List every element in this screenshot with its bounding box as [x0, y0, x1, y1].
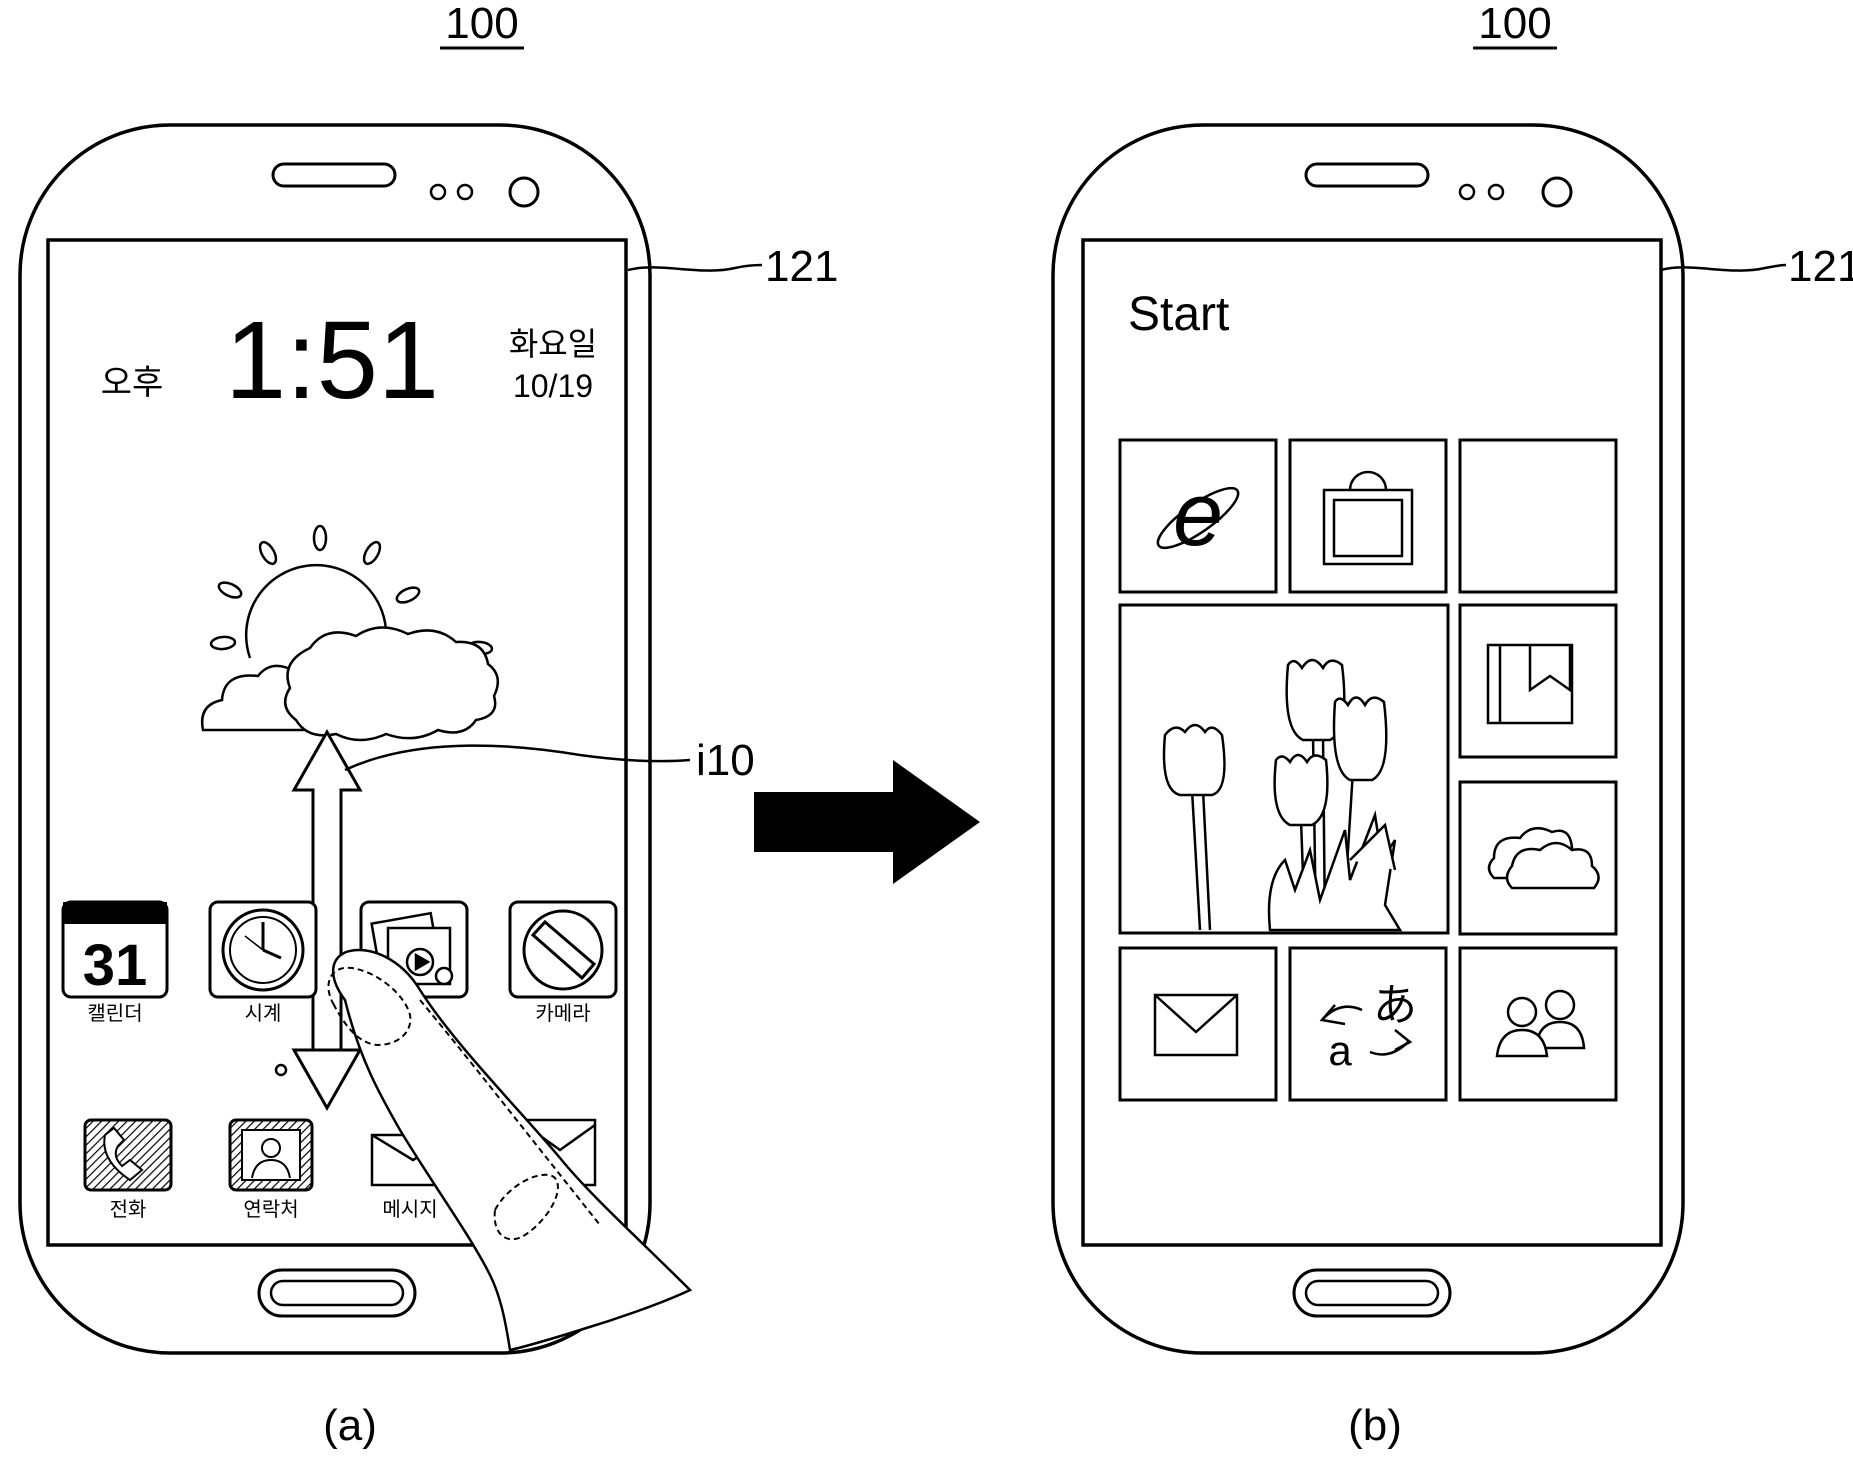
app-camera-label: 카메라 [535, 1002, 590, 1025]
phone-b-home-button[interactable] [1292, 1268, 1452, 1318]
ref-display-a: 121 [765, 242, 838, 291]
knuckle-crease [493, 1173, 559, 1241]
tile-translate[interactable]: a あ [1288, 946, 1448, 1102]
fingernail [327, 966, 412, 1047]
leader-121-a [627, 263, 763, 272]
phone-b-sensor-2 [1487, 183, 1505, 201]
clock-icon [221, 908, 305, 992]
phone-b [1051, 123, 1685, 1355]
mail-icon [1153, 993, 1239, 1057]
phone-a [18, 123, 652, 1355]
page-indicator-dot [274, 1063, 288, 1077]
phone-a-sensor-2 [456, 183, 474, 201]
tile-photo[interactable] [1118, 603, 1450, 935]
app-calendar-label: 캘린더 [87, 1002, 142, 1025]
dock-message-label: 메시지 [382, 1198, 437, 1221]
dock-contacts[interactable]: 연락처 [228, 1118, 314, 1221]
dock-phone[interactable]: 전화 [83, 1118, 173, 1221]
translate-arrows [1319, 1004, 1413, 1056]
phone-a-home-button[interactable] [257, 1268, 417, 1318]
phone-a-camera [508, 176, 540, 208]
transition-arrow [754, 760, 980, 884]
leader-i10 [344, 744, 691, 772]
phone-a-body [18, 123, 652, 1355]
tile-browser[interactable]: e [1118, 438, 1278, 594]
phone-handset [103, 1126, 144, 1182]
finger-dashed-edge [419, 999, 601, 1226]
phone-a-sensor-1 [429, 183, 447, 201]
caption-b: (b) [1348, 1401, 1402, 1450]
app-calendar[interactable]: 31 캘린더 [61, 900, 169, 1025]
ref-device-a: 100 [445, 0, 518, 48]
ampm-label: 오후 [101, 364, 164, 402]
app-clock[interactable]: 시계 [208, 900, 318, 1025]
camera-icon [522, 909, 604, 991]
start-title: Start [1128, 288, 1229, 341]
app-clock-label: 시계 [245, 1002, 282, 1025]
phone-b-sensor-1 [1458, 183, 1476, 201]
phone-b-speaker [1304, 162, 1430, 188]
dock-phone-label: 전화 [110, 1198, 147, 1221]
ref-display-b: 121 [1788, 242, 1853, 291]
date-label: 10/19 [513, 368, 593, 404]
people-icon [1495, 989, 1586, 1058]
clock-time: 1:51 [225, 299, 439, 422]
tile-cloud[interactable] [1458, 780, 1618, 936]
ref-device-b: 100 [1478, 0, 1551, 48]
contacts-head [261, 1138, 281, 1158]
app-camera[interactable]: 카메라 [508, 900, 618, 1025]
phone-b-body [1051, 123, 1685, 1355]
swipe-up-arrow [291, 728, 363, 1112]
phone-a-speaker [271, 162, 397, 188]
camera-icon-frame [508, 900, 618, 999]
weekday-label: 화요일 [509, 326, 597, 362]
sun-cloud-icon [200, 524, 500, 742]
finger-drawing [327, 948, 693, 1352]
phone-a-home-button-inner [269, 1279, 405, 1307]
tile-store[interactable] [1288, 438, 1448, 594]
translate-icon: あ [1373, 981, 1417, 1030]
browser-orbit [1156, 486, 1240, 550]
cloud-icon [1487, 826, 1600, 890]
leader-121-b [1660, 263, 1787, 272]
store-icon [1322, 470, 1414, 566]
translate-latin-glyph: a [1328, 1027, 1352, 1074]
ref-gesture: i10 [696, 736, 755, 785]
dock-contacts-label: 연락처 [243, 1198, 298, 1221]
tile-book[interactable] [1458, 603, 1618, 759]
phone-b-camera [1541, 176, 1573, 208]
calendar-icon-header [63, 902, 167, 924]
contacts-shoulders [251, 1158, 291, 1179]
phone-b-home-button-inner [1304, 1279, 1440, 1307]
calendar-day: 31 [83, 933, 148, 998]
photo-tulips-tile [1162, 658, 1403, 932]
tile-mail[interactable] [1118, 946, 1278, 1102]
tile-grid: e [1118, 438, 1618, 1102]
tile-blank[interactable] [1458, 438, 1618, 594]
book-icon [1486, 643, 1574, 725]
browser-icon: e [1173, 465, 1223, 565]
tile-people[interactable] [1458, 946, 1618, 1102]
caption-a: (a) [323, 1401, 377, 1450]
